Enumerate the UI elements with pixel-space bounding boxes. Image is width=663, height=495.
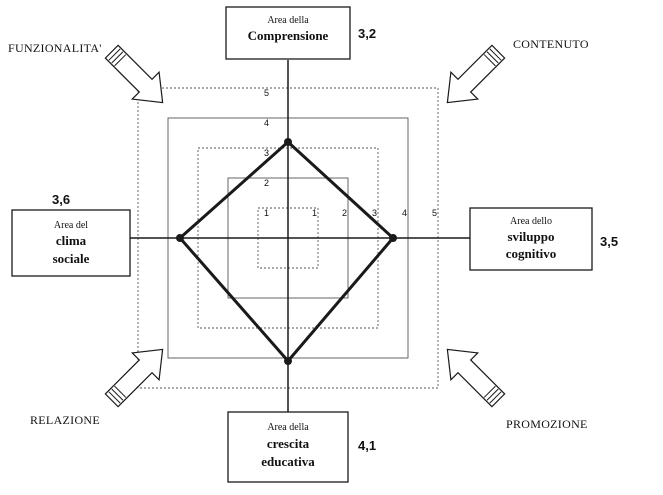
area-box-sviluppo-cognitivo: Area dello sviluppo cognitivo	[469, 207, 593, 271]
label-promozione: PROMOZIONE	[506, 417, 588, 431]
tick-label-right: 4	[402, 208, 407, 218]
arrow-relazione	[104, 348, 164, 408]
area-crescita-line1: Area della	[267, 422, 309, 433]
area-box-clima-sociale: Area del clima sociale	[11, 209, 131, 277]
area-box-crescita-educativa: Area della crescita educativa	[227, 411, 349, 483]
tick-label-right: 2	[342, 208, 347, 218]
tick-label-right: 3	[372, 208, 377, 218]
area-clima-line3: sociale	[53, 251, 90, 266]
score-crescita-educativa: 4,1	[358, 438, 376, 453]
tick-label-right: 5	[432, 208, 437, 218]
profile-point	[176, 234, 184, 242]
tick-label-up: 5	[264, 88, 269, 98]
tick-label-up: 4	[264, 118, 269, 128]
area-comprensione-line2: Comprensione	[248, 28, 329, 43]
arrow-funzionalita	[104, 44, 164, 104]
profile-point	[284, 357, 292, 365]
tick-label-up: 1	[264, 208, 269, 218]
tick-label-up: 2	[264, 178, 269, 188]
area-box-comprensione: Area della Comprensione	[225, 6, 351, 60]
tick-label-right: 1	[312, 208, 317, 218]
label-funzionalita: FUNZIONALITA'	[8, 41, 102, 55]
label-contenuto: CONTENUTO	[513, 37, 589, 51]
arrow-contenuto	[446, 44, 506, 104]
label-relazione: RELAZIONE	[30, 413, 100, 427]
area-clima-line1: Area del	[54, 220, 88, 231]
area-sviluppo-line2: sviluppo	[508, 229, 555, 244]
score-sviluppo-cognitivo: 3,5	[600, 234, 618, 249]
area-sviluppo-line3: cognitivo	[506, 246, 557, 261]
area-crescita-line2: crescita	[267, 436, 310, 451]
profile-points	[176, 138, 397, 365]
score-comprensione: 3,2	[358, 26, 376, 41]
profile-point	[389, 234, 397, 242]
area-comprensione-line1: Area della	[267, 15, 309, 26]
profile-point	[284, 138, 292, 146]
score-clima-sociale: 3,6	[52, 192, 70, 207]
tick-labels-vertical: 1 2 3 4 5	[264, 88, 269, 218]
area-sviluppo-line1: Area dello	[510, 216, 552, 227]
area-crescita-line3: educativa	[261, 454, 315, 469]
tick-labels-horizontal: 1 2 3 4 5	[312, 208, 437, 218]
area-clima-line2: clima	[56, 233, 87, 248]
tick-label-up: 3	[264, 148, 269, 158]
arrow-promozione	[446, 348, 506, 408]
